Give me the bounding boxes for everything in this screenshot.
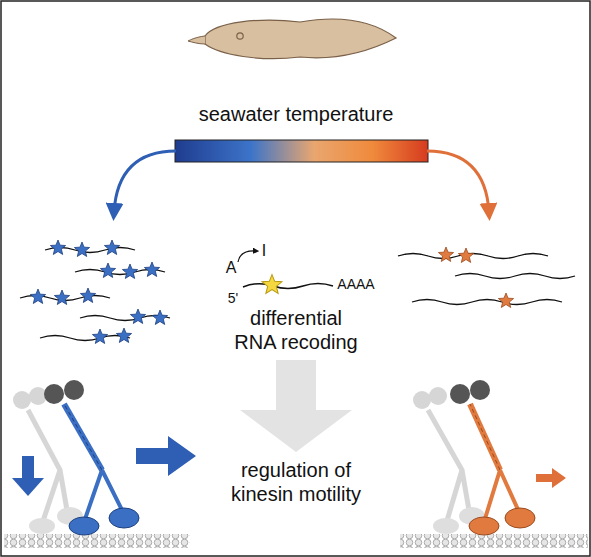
- light-chain: [13, 391, 31, 409]
- mrna-strand: [412, 300, 562, 305]
- binding-arrow: [12, 456, 44, 496]
- editing-site: [30, 289, 45, 303]
- velocity-arrow: [536, 468, 566, 488]
- light-chain: [64, 380, 84, 400]
- kinesin-cold: [44, 380, 139, 535]
- squid-eye: [237, 33, 243, 39]
- editing-site: [92, 329, 107, 343]
- editing-site: [80, 288, 95, 302]
- editing-site: [458, 248, 473, 262]
- editing-site: [50, 240, 65, 254]
- motor-head: [29, 518, 55, 534]
- process-label: differential RNA recoding: [228, 306, 364, 354]
- nucleotide-label: I: [256, 241, 272, 260]
- mrna-strand: [40, 336, 130, 341]
- cold-arrow: [114, 151, 176, 212]
- editing-site: [438, 247, 453, 261]
- editing-site: [104, 240, 119, 254]
- editing-site: [152, 310, 167, 324]
- editing-site: [74, 242, 89, 256]
- warm-edit-sites: [438, 247, 513, 307]
- mrna-strand: [243, 284, 333, 289]
- temperature-bar: [175, 140, 428, 162]
- light-chain: [429, 387, 447, 405]
- microtubule: [400, 534, 588, 548]
- light-chain: [413, 391, 431, 409]
- editing-site: [144, 262, 159, 276]
- squid-body: [205, 19, 396, 59]
- mrna-strand: [455, 274, 575, 279]
- editing-site: [116, 328, 131, 342]
- coiled-coil: [470, 404, 500, 470]
- a-to-i-arrow: [238, 251, 256, 262]
- warm-transcripts: [398, 254, 575, 305]
- velocity-arrow: [136, 436, 196, 476]
- light-chain: [44, 384, 64, 404]
- kinesin-warm: [450, 380, 535, 535]
- outcome-label: regulation of kinesin motility: [214, 458, 379, 506]
- cold-transcripts: [20, 248, 170, 341]
- nucleotide-label: A: [221, 258, 241, 277]
- motor-head: [469, 517, 499, 535]
- kinesin-stalk: [470, 404, 500, 470]
- kinesin-stalk: [428, 410, 470, 524]
- editing-site: [122, 264, 137, 278]
- strand-end-label: 5': [221, 290, 245, 307]
- motor-head: [69, 517, 99, 535]
- editing-site: [54, 290, 69, 304]
- editing-site: [130, 309, 145, 323]
- kinesin-stalk: [64, 404, 102, 470]
- microtubule: [4, 534, 190, 548]
- heading-label: seawater temperature: [166, 102, 426, 126]
- motor-head: [109, 508, 139, 528]
- editing-site: [498, 293, 513, 307]
- result-arrow: [240, 360, 352, 452]
- kinesin-ghost: [13, 387, 83, 534]
- cold-edit-sites: [30, 240, 167, 343]
- motor-head: [505, 508, 535, 528]
- warm-arrow: [427, 151, 489, 212]
- editing-site: [262, 275, 282, 294]
- motor-head: [433, 518, 459, 534]
- squid-arms: [188, 36, 205, 44]
- light-chain: [470, 380, 490, 400]
- coiled-coil: [64, 404, 102, 470]
- squid-illustration: [188, 19, 396, 59]
- editing-site: [100, 263, 115, 277]
- polya-label: AAAA: [328, 276, 384, 293]
- light-chain: [450, 384, 470, 404]
